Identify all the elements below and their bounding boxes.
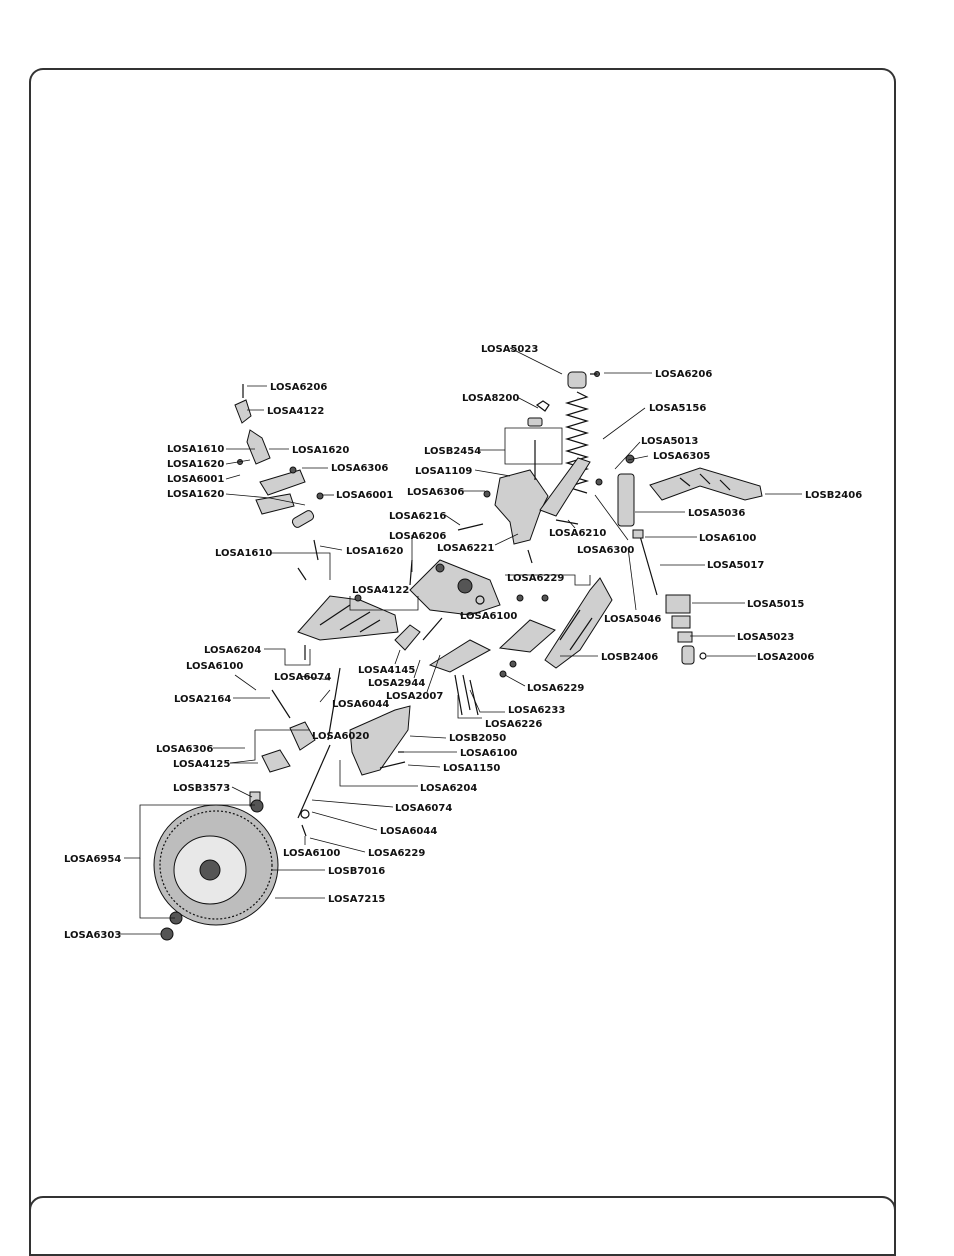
part-label: LOSA1620 — [346, 546, 403, 557]
part-label: LOSB2406 — [601, 652, 658, 663]
part-label: LOSA5015 — [747, 599, 804, 610]
part-label: LOSA6954 — [64, 854, 121, 865]
part-label: LOSA1610 — [167, 444, 224, 455]
part-label: LOSA6001 — [336, 490, 393, 501]
part-label: LOSA1109 — [415, 466, 472, 477]
shock-assembly — [564, 371, 707, 665]
part-label: LOSA8200 — [462, 393, 519, 404]
part-label: LOSB2050 — [449, 733, 506, 744]
part-label: LOSB2406 — [805, 490, 862, 501]
lower-arm-left — [297, 594, 399, 641]
part-label: LOSA6226 — [485, 719, 542, 730]
part-label: LOSA6100 — [460, 611, 517, 622]
shock-tower — [457, 400, 591, 564]
upper-arm-right — [649, 467, 763, 501]
part-label: LOSA1150 — [443, 763, 500, 774]
part-label: LOSA1620 — [292, 445, 349, 456]
part-label: LOSA6100 — [460, 748, 517, 759]
part-label: LOSA6229 — [527, 683, 584, 694]
part-label: LOSA6206 — [389, 531, 446, 542]
part-label: LOSA6216 — [389, 511, 446, 522]
part-label: LOSA5017 — [707, 560, 764, 571]
part-label: LOSA6300 — [577, 545, 634, 556]
steering-assembly — [234, 384, 324, 581]
part-label: LOSB7016 — [328, 866, 385, 877]
part-label: LOSA2164 — [174, 694, 231, 705]
part-label: LOSB3573 — [173, 783, 230, 794]
part-label: LOSA6204 — [420, 783, 477, 794]
part-label: LOSA6233 — [508, 705, 565, 716]
part-label: LOSA5023 — [737, 632, 794, 643]
part-label: LOSA6306 — [156, 744, 213, 755]
upright — [349, 705, 411, 776]
part-label: LOSA5046 — [604, 614, 661, 625]
part-label: LOSA6306 — [407, 487, 464, 498]
part-label: LOSA6204 — [204, 645, 261, 656]
part-label: LOSA1620 — [167, 489, 224, 500]
part-label: LOSA6306 — [331, 463, 388, 474]
part-label: LOSA2007 — [386, 691, 443, 702]
front-bulkhead — [409, 559, 501, 616]
leader-lines — [120, 347, 802, 935]
lower-arm-right — [544, 577, 613, 669]
screws — [304, 559, 517, 716]
part-label: LOSA6100 — [186, 661, 243, 672]
part-label: LOSA6303 — [64, 930, 121, 941]
part-label: LOSB2454 — [424, 446, 481, 457]
part-label: LOSA4145 — [358, 665, 415, 676]
part-label: LOSA6044 — [380, 826, 437, 837]
wheel-tire — [153, 799, 279, 941]
part-label: LOSA2944 — [368, 678, 425, 689]
part-label: LOSA6020 — [312, 731, 369, 742]
part-label: LOSA6074 — [274, 672, 331, 683]
part-label: LOSA6074 — [395, 803, 452, 814]
part-label: LOSA1610 — [215, 548, 272, 559]
part-label: LOSA6206 — [655, 369, 712, 380]
part-label: LOSA6229 — [507, 573, 564, 584]
part-label: LOSA7215 — [328, 894, 385, 905]
part-label: LOSA1620 — [167, 459, 224, 470]
part-label: LOSA6221 — [437, 543, 494, 554]
part-label: LOSA6210 — [549, 528, 606, 539]
part-label: LOSA4125 — [173, 759, 230, 770]
steering-link — [249, 667, 341, 807]
part-label: LOSA5156 — [649, 403, 706, 414]
axle — [297, 744, 331, 837]
part-label: LOSA5023 — [481, 344, 538, 355]
part-label: LOSA6001 — [167, 474, 224, 485]
part-label: LOSA5036 — [688, 508, 745, 519]
part-label: LOSA6206 — [270, 382, 327, 393]
part-label: LOSA4122 — [267, 406, 324, 417]
hinge-pin-blocks — [394, 594, 556, 673]
page-frame — [29, 68, 896, 1235]
part-label: LOSA6229 — [368, 848, 425, 859]
part-label: LOSA6305 — [653, 451, 710, 462]
part-label: LOSA4122 — [352, 585, 409, 596]
part-label: LOSA6100 — [283, 848, 340, 859]
part-label: LOSA6100 — [699, 533, 756, 544]
part-labels: LOSA5023 LOSA6206 LOSA8200 LOSA5156 LOSA… — [64, 344, 862, 941]
part-label: LOSA6044 — [332, 699, 389, 710]
part-label: LOSA2006 — [757, 652, 814, 663]
part-label: LOSA5013 — [641, 436, 698, 447]
